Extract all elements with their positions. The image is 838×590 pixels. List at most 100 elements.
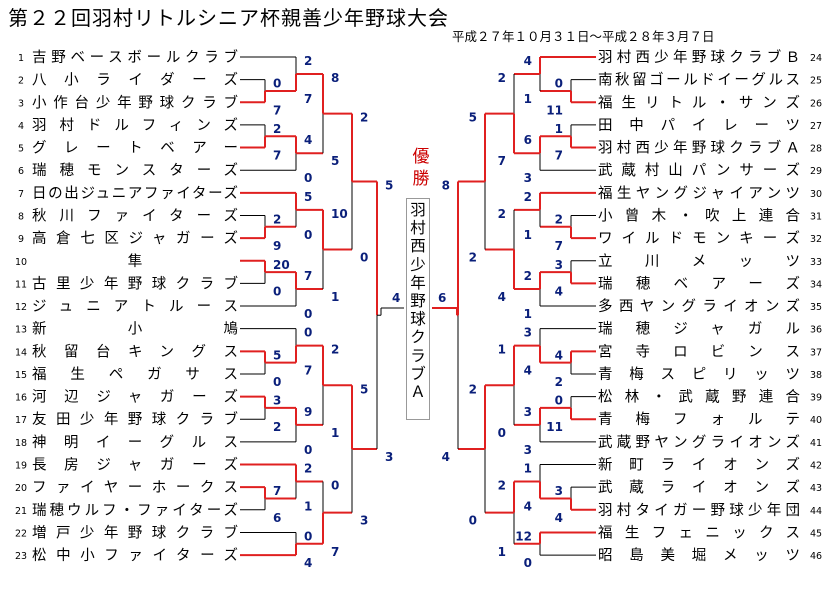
team-seed: 22 [15, 528, 27, 539]
score: 2 [498, 479, 506, 493]
score: 3 [555, 258, 563, 272]
score: 0 [304, 443, 312, 457]
team-seed: 15 [15, 370, 27, 381]
score: 3 [524, 171, 532, 185]
tournament-title: 第２２回羽村リトルシニア杯親善少年野球大会 [8, 6, 449, 30]
score: 9 [273, 239, 281, 253]
score: 0 [304, 228, 312, 242]
team-name: 新町ライオンズ [598, 457, 800, 474]
score: 4 [304, 133, 312, 147]
team-seed: 8 [18, 211, 24, 222]
score: 0 [498, 426, 506, 440]
team-seed: 3 [18, 98, 24, 109]
score: 1 [304, 499, 312, 513]
team-name: 新小鳩 [32, 321, 238, 338]
team-seed: 29 [810, 166, 822, 177]
score: 4 [555, 511, 563, 525]
tournament-dates: 平成２７年１０月３１日～平成２８年３月７日 [452, 29, 715, 44]
score: 4 [524, 364, 532, 378]
team-seed: 43 [810, 483, 822, 494]
score: 1 [524, 228, 532, 242]
team-seed: 9 [18, 234, 24, 245]
team-seed: 27 [810, 121, 822, 132]
score: 0 [469, 514, 477, 528]
score: 1 [331, 290, 339, 304]
team-name: 高倉七区ジャガーズ [32, 230, 238, 247]
team-seed: 30 [810, 189, 822, 200]
score: 0 [304, 326, 312, 340]
score: 7 [331, 545, 339, 559]
score: 4 [555, 348, 563, 362]
team-seed: 26 [810, 98, 822, 109]
score: 1 [498, 545, 506, 559]
team-name: 福生ペガサス [32, 366, 238, 383]
team-seed: 42 [810, 461, 822, 472]
score: 2 [498, 71, 506, 85]
score: 6 [273, 511, 281, 525]
team-seed: 6 [18, 166, 24, 177]
team-name: 長房ジャガーズ [32, 457, 238, 474]
score: 4 [524, 499, 532, 513]
score: 7 [304, 269, 312, 283]
score: 12 [515, 529, 532, 543]
score: 2 [555, 212, 563, 226]
team-seed: 16 [15, 393, 27, 404]
team-name: 羽村ドルフィンズ [32, 117, 238, 134]
team-seed: 18 [15, 438, 27, 449]
team-name: 多西ヤングライオンズ [598, 298, 800, 315]
score: 5 [360, 382, 368, 396]
final-score-left: 4 [392, 291, 400, 305]
score: 10 [331, 207, 348, 221]
score: 7 [273, 149, 281, 163]
team-name: 松中小ファイターズ [32, 547, 238, 564]
team-name: ファイヤーホークス [32, 479, 238, 496]
score: 1 [524, 92, 532, 106]
team-seed: 7 [18, 189, 24, 200]
score: 1 [498, 343, 506, 357]
score: 7 [555, 239, 563, 253]
team-name: 秋留台キングス [32, 343, 238, 360]
score: 4 [498, 290, 506, 304]
score: 0 [273, 284, 281, 298]
score: 2 [469, 382, 477, 396]
score: 6 [524, 133, 532, 147]
score: 4 [442, 450, 450, 464]
score: 7 [304, 92, 312, 106]
team-name: 立川メッツ [598, 253, 800, 270]
score: 7 [273, 484, 281, 498]
score: 1 [331, 426, 339, 440]
final-score-right: 6 [438, 291, 446, 305]
score: 0 [304, 529, 312, 543]
team-name: 青梅スピリッツ [598, 366, 800, 383]
score: 3 [524, 326, 532, 340]
score: 0 [273, 375, 281, 389]
team-name: 増戸少年野球クラブ [32, 523, 238, 541]
score: 1 [555, 122, 563, 136]
team-name: 神明イーグルス [32, 434, 238, 451]
team-name: 武蔵村山パンサーズ [598, 162, 800, 179]
score: 9 [304, 405, 312, 419]
score: 0 [331, 479, 339, 493]
team-name: 友田少年野球クラブ [32, 410, 238, 428]
champion-name: 羽村西少年野球クラブＡ [406, 198, 430, 420]
team-seed: 37 [810, 347, 822, 358]
team-seed: 41 [810, 438, 822, 449]
score: 2 [498, 207, 506, 221]
team-name: 福生フェニックス [598, 524, 800, 541]
score: 7 [498, 154, 506, 168]
team-seed: 4 [18, 121, 24, 132]
score: 4 [524, 54, 532, 68]
score: 2 [304, 462, 312, 476]
score: 8 [331, 71, 339, 85]
team-seed: 46 [810, 551, 822, 562]
score: 20 [273, 258, 290, 272]
team-name: 瑞穂モンスターズ [32, 162, 238, 179]
score: 3 [360, 514, 368, 528]
score: 0 [555, 77, 563, 91]
team-name: 南秋留ゴールドイーグルス [598, 71, 800, 89]
score: 2 [273, 122, 281, 136]
score: 7 [555, 149, 563, 163]
team-name: 瑞穂ジャガル [598, 321, 800, 338]
team-name: 松林・武蔵野連合 [598, 389, 801, 406]
